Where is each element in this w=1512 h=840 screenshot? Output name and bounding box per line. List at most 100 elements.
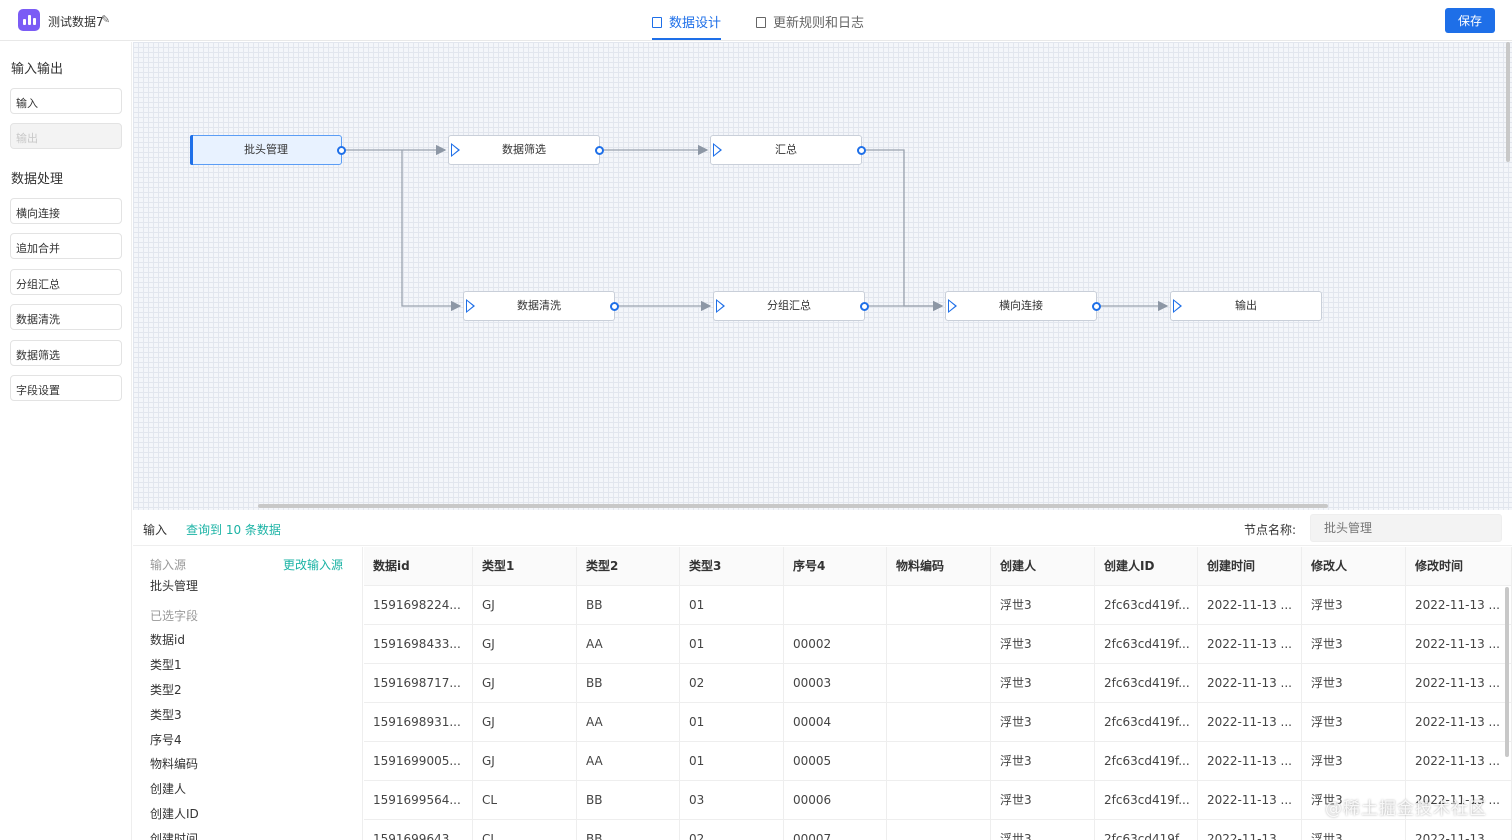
table-cell: 2fc63cd419f... bbox=[1095, 664, 1198, 703]
input-port[interactable] bbox=[451, 143, 460, 157]
flow-canvas[interactable]: 批头管理 数据筛选 汇总 数据清洗 分组汇总 横向连接 输出 bbox=[133, 42, 1512, 510]
table-cell: 1591698224... bbox=[364, 586, 473, 625]
table-cell bbox=[887, 625, 991, 664]
data-preview-table: 数据id 类型1 类型2 类型3 序号4 物料编码 创建人 创建人ID 创建时间… bbox=[364, 547, 1512, 840]
save-button[interactable]: 保存 bbox=[1445, 8, 1495, 33]
column-header[interactable]: 修改时间 bbox=[1406, 547, 1512, 586]
component-input[interactable]: 输入 bbox=[10, 88, 122, 114]
column-header[interactable]: 修改人 bbox=[1302, 547, 1406, 586]
flow-node-horizontal-join[interactable]: 横向连接 bbox=[945, 291, 1101, 321]
table-cell: 00006 bbox=[784, 781, 887, 820]
tab-update-rules-log[interactable]: 更新规则和日志 bbox=[756, 12, 864, 40]
table-cell: GJ bbox=[473, 703, 577, 742]
edit-title-icon[interactable]: ✎ bbox=[101, 13, 111, 26]
table-cell: 00004 bbox=[784, 703, 887, 742]
table-cell: 2022-11-13 ... bbox=[1198, 703, 1302, 742]
output-port[interactable] bbox=[857, 146, 866, 155]
input-source-label: 输入源 bbox=[150, 558, 187, 572]
io-section-title: 输入输出 bbox=[11, 62, 64, 77]
flow-node-data-filter[interactable]: 数据筛选 bbox=[448, 135, 604, 165]
table-cell: 2022-11-13 ... bbox=[1406, 703, 1512, 742]
flow-node-output[interactable]: 输出 bbox=[1170, 291, 1322, 321]
output-port[interactable] bbox=[1092, 302, 1101, 311]
app-logo-icon bbox=[18, 9, 40, 31]
table-cell: 2022-11-13 ... bbox=[1406, 625, 1512, 664]
output-port[interactable] bbox=[610, 302, 619, 311]
column-header[interactable]: 类型1 bbox=[473, 547, 577, 586]
flow-node-group-summary[interactable]: 分组汇总 bbox=[713, 291, 869, 321]
input-port[interactable] bbox=[466, 299, 475, 313]
column-header[interactable]: 类型3 bbox=[680, 547, 784, 586]
table-cell: 2022-11-13 ... bbox=[1406, 664, 1512, 703]
table-cell: 1591698433... bbox=[364, 625, 473, 664]
table-cell: 03 bbox=[680, 781, 784, 820]
table-cell: 2022-11-13 ... bbox=[1198, 781, 1302, 820]
component-data-filter[interactable]: 数据筛选 bbox=[10, 340, 122, 366]
column-header[interactable]: 物料编码 bbox=[887, 547, 991, 586]
component-group-summary[interactable]: 分组汇总 bbox=[10, 269, 122, 295]
component-data-clean[interactable]: 数据清洗 bbox=[10, 304, 122, 330]
output-port[interactable] bbox=[860, 302, 869, 311]
component-field-settings[interactable]: 字段设置 bbox=[10, 375, 122, 401]
change-input-source-link[interactable]: 更改输入源 bbox=[283, 558, 344, 572]
field-list-panel: 输入源 更改输入源 批头管理 已选字段 数据id 类型1 类型2 类型3 序号4… bbox=[133, 547, 363, 840]
field-item: 创建时间 bbox=[150, 832, 199, 840]
table-cell: 2022-11-13 ... bbox=[1198, 625, 1302, 664]
column-header[interactable]: 创建人 bbox=[991, 547, 1095, 586]
table-vertical-scrollbar[interactable] bbox=[1505, 587, 1509, 757]
flow-node-batch-head[interactable]: 批头管理 bbox=[190, 135, 346, 165]
flow-node-summary[interactable]: 汇总 bbox=[710, 135, 866, 165]
input-port[interactable] bbox=[1173, 299, 1182, 313]
output-port[interactable] bbox=[337, 146, 346, 155]
column-header[interactable]: 创建时间 bbox=[1198, 547, 1302, 586]
output-port[interactable] bbox=[595, 146, 604, 155]
processing-section-title: 数据处理 bbox=[11, 172, 64, 187]
table-cell: 浮世3 bbox=[1302, 664, 1406, 703]
table-cell: 00002 bbox=[784, 625, 887, 664]
table-cell bbox=[887, 820, 991, 840]
flow-node-data-clean[interactable]: 数据清洗 bbox=[463, 291, 619, 321]
table-cell: 02 bbox=[680, 664, 784, 703]
table-cell: BB bbox=[577, 664, 680, 703]
input-port[interactable] bbox=[713, 143, 722, 157]
table-cell: 00003 bbox=[784, 664, 887, 703]
preview-toolbar: 输入 查询到 10 条数据 节点名称: bbox=[133, 510, 1512, 546]
table-cell: CL bbox=[473, 781, 577, 820]
column-header[interactable]: 类型2 bbox=[577, 547, 680, 586]
field-item: 类型1 bbox=[150, 658, 182, 672]
table-cell: 2022-11-13 ... bbox=[1406, 820, 1512, 840]
tab-data-design[interactable]: 数据设计 bbox=[652, 12, 722, 40]
table-cell: AA bbox=[577, 742, 680, 781]
table-cell: 浮世3 bbox=[991, 625, 1095, 664]
table-cell: 00005 bbox=[784, 742, 887, 781]
node-name-input[interactable] bbox=[1310, 514, 1502, 542]
table-cell bbox=[887, 664, 991, 703]
table-cell bbox=[784, 586, 887, 625]
canvas-horizontal-scrollbar[interactable] bbox=[258, 504, 1328, 508]
field-item: 类型3 bbox=[150, 708, 182, 722]
input-port[interactable] bbox=[948, 299, 957, 313]
flow-connectors bbox=[345, 144, 1169, 312]
component-horizontal-join[interactable]: 横向连接 bbox=[10, 198, 122, 224]
column-header[interactable]: 序号4 bbox=[784, 547, 887, 586]
table-cell: 01 bbox=[680, 586, 784, 625]
table-cell: 01 bbox=[680, 625, 784, 664]
canvas-vertical-scrollbar[interactable] bbox=[1506, 42, 1510, 162]
column-header[interactable]: 数据id bbox=[364, 547, 473, 586]
table-cell: 浮世3 bbox=[991, 586, 1095, 625]
column-header[interactable]: 创建人ID bbox=[1095, 547, 1198, 586]
selected-fields-label: 已选字段 bbox=[150, 609, 199, 623]
component-append-merge[interactable]: 追加合并 bbox=[10, 233, 122, 259]
input-port[interactable] bbox=[716, 299, 725, 313]
table-cell: AA bbox=[577, 625, 680, 664]
app-title: 测试数据7 bbox=[48, 15, 104, 29]
table-cell: 2fc63cd419f... bbox=[1095, 703, 1198, 742]
table-cell: 2fc63cd419f... bbox=[1095, 586, 1198, 625]
